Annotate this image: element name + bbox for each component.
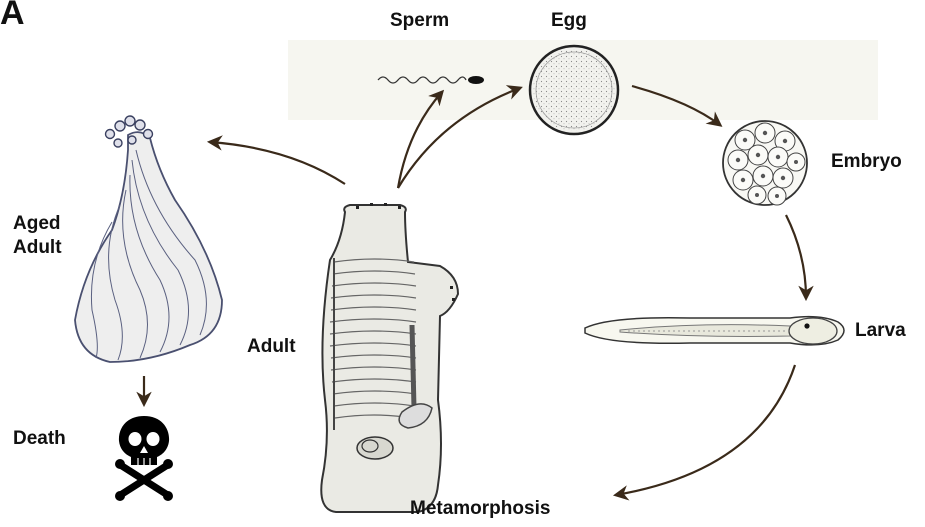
label-death: Death bbox=[13, 428, 66, 450]
adult-illustration bbox=[321, 203, 458, 512]
label-metamorphosis: Metamorphosis bbox=[410, 498, 550, 520]
label-aged-adult-line1: Aged bbox=[13, 213, 61, 235]
label-sperm: Sperm bbox=[390, 10, 449, 32]
skull-and-crossbones-icon bbox=[115, 416, 173, 501]
arrow-adult-to-aged-adult bbox=[210, 142, 345, 184]
arrows bbox=[144, 86, 806, 495]
label-larva: Larva bbox=[855, 320, 906, 342]
label-adult: Adult bbox=[247, 336, 296, 358]
arrow-embryo-to-larva bbox=[786, 215, 806, 298]
label-aged-adult-line2: Adult bbox=[13, 237, 62, 259]
label-embryo: Embryo bbox=[831, 151, 902, 173]
egg-illustration bbox=[530, 46, 618, 134]
embryo-illustration bbox=[723, 121, 807, 205]
label-egg: Egg bbox=[551, 10, 587, 32]
aged-adult-illustration bbox=[75, 116, 222, 362]
panel-letter: A bbox=[0, 0, 25, 30]
arrow-larva-to-metamorphosis bbox=[616, 365, 795, 495]
larva-illustration bbox=[585, 317, 844, 345]
